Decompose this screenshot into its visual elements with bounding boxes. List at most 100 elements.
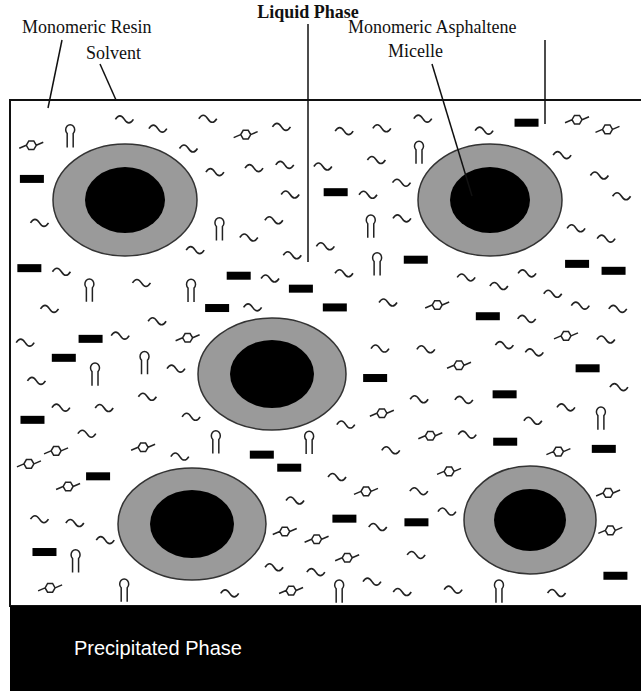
resin-molecule [554,332,578,341]
asphaltene-molecule [493,438,517,446]
asphaltene-molecule [476,312,500,320]
asphaltene-molecule [404,256,428,264]
solvent-molecule [335,128,353,135]
liquid-region [10,100,641,606]
asphaltene-molecule [592,445,616,453]
asphaltene-molecule [332,515,356,523]
micelles [53,144,596,580]
callout-label: Monomeric Resin [22,18,151,38]
micelle-shell [464,466,596,574]
solvent-molecule [281,191,299,198]
asphaltene-molecule [404,518,428,526]
resin-molecule [335,580,344,603]
micelle-core [450,167,530,233]
solvent-molecule [613,193,631,200]
solvent-molecule [379,299,397,306]
precipitated-phase-band: Precipitated Phase [10,606,641,691]
solvent-molecule [518,270,536,277]
asphaltene-molecule [20,416,44,424]
solvent-molecule [52,268,70,275]
resin-molecule [354,487,378,496]
resin-molecule [38,584,62,593]
callout-label: Micelle [388,42,443,62]
solvent-molecule [597,336,615,343]
resin-molecule [44,447,68,456]
resin-molecule [211,431,220,454]
solvent-molecule [609,305,627,312]
solvent-molecule [283,252,301,259]
asphaltene-molecule [515,119,539,127]
solvent-molecule [186,247,204,254]
solvent-molecule [610,384,628,391]
solvent-molecule [316,243,334,250]
solvent-molecule [148,318,166,325]
molecules [16,115,630,603]
resin-molecule [565,115,589,124]
resin-molecule [305,431,314,454]
solvent-molecule [167,365,185,372]
solvent-molecule [261,275,279,282]
asphaltene-molecule [20,175,44,183]
asphaltene-molecule [493,390,517,398]
solvent-molecule [27,377,45,384]
solvent-molecule [96,537,114,544]
solvent-molecule [444,586,462,593]
resin-molecule [598,526,622,535]
asphaltene-molecule [363,374,387,382]
resin-molecule [335,553,359,562]
resin-molecule [546,447,570,456]
solvent-molecule [171,453,189,460]
resin-molecule [596,407,605,430]
solvent-molecule [557,404,575,411]
solvent-molecule [382,447,400,454]
solvent-molecule [495,342,513,349]
micelle-core [230,340,314,408]
asphaltene-molecule [32,548,56,556]
solvent-molecule [393,215,411,222]
solvent-molecule [553,152,571,159]
asphaltene-molecule [205,304,229,312]
solvent-molecule [548,589,566,596]
micelle-core [85,167,165,233]
asphaltene-molecule [250,451,274,459]
solvent-molecule [30,516,48,523]
solvent-molecule [369,524,387,531]
resin-molecule [91,363,100,386]
resin-molecule [370,409,394,418]
solvent-molecule [457,274,475,281]
resin-molecule [131,443,155,452]
asphaltene-molecule [323,303,347,311]
solvent-molecule [414,115,432,122]
resin-molecule [187,279,196,302]
solvent-molecule [524,417,542,424]
resin-molecule [234,130,258,139]
solvent-molecule [410,488,428,495]
leader-line [48,40,62,108]
solvent-molecule [265,217,283,224]
solvent-molecule [335,270,353,277]
solvent-molecule [132,279,150,286]
resin-molecule [17,460,41,469]
solvent-molecule [567,225,585,232]
solvent-molecule [590,172,608,179]
asphaltene-molecule [576,364,600,372]
solvent-molecule [410,396,428,403]
resin-molecule [595,125,619,134]
solvent-molecule [149,125,167,132]
solvent-molecule [78,430,96,437]
solvent-molecule [455,396,473,403]
resin-molecule [176,334,200,343]
resin-molecule [56,482,80,491]
solvent-molecule [276,161,294,168]
solvent-molecule [265,564,283,571]
solvent-molecule [115,116,133,123]
resin-molecule [66,125,75,148]
resin-molecule [447,361,471,370]
resin-molecule [85,279,94,302]
solvent-molecule [490,283,508,290]
asphaltene-molecule [79,335,103,343]
solvent-molecule [475,127,493,134]
solvent-molecule [363,578,381,585]
solvent-molecule [52,404,70,411]
solvent-molecule [245,165,263,172]
